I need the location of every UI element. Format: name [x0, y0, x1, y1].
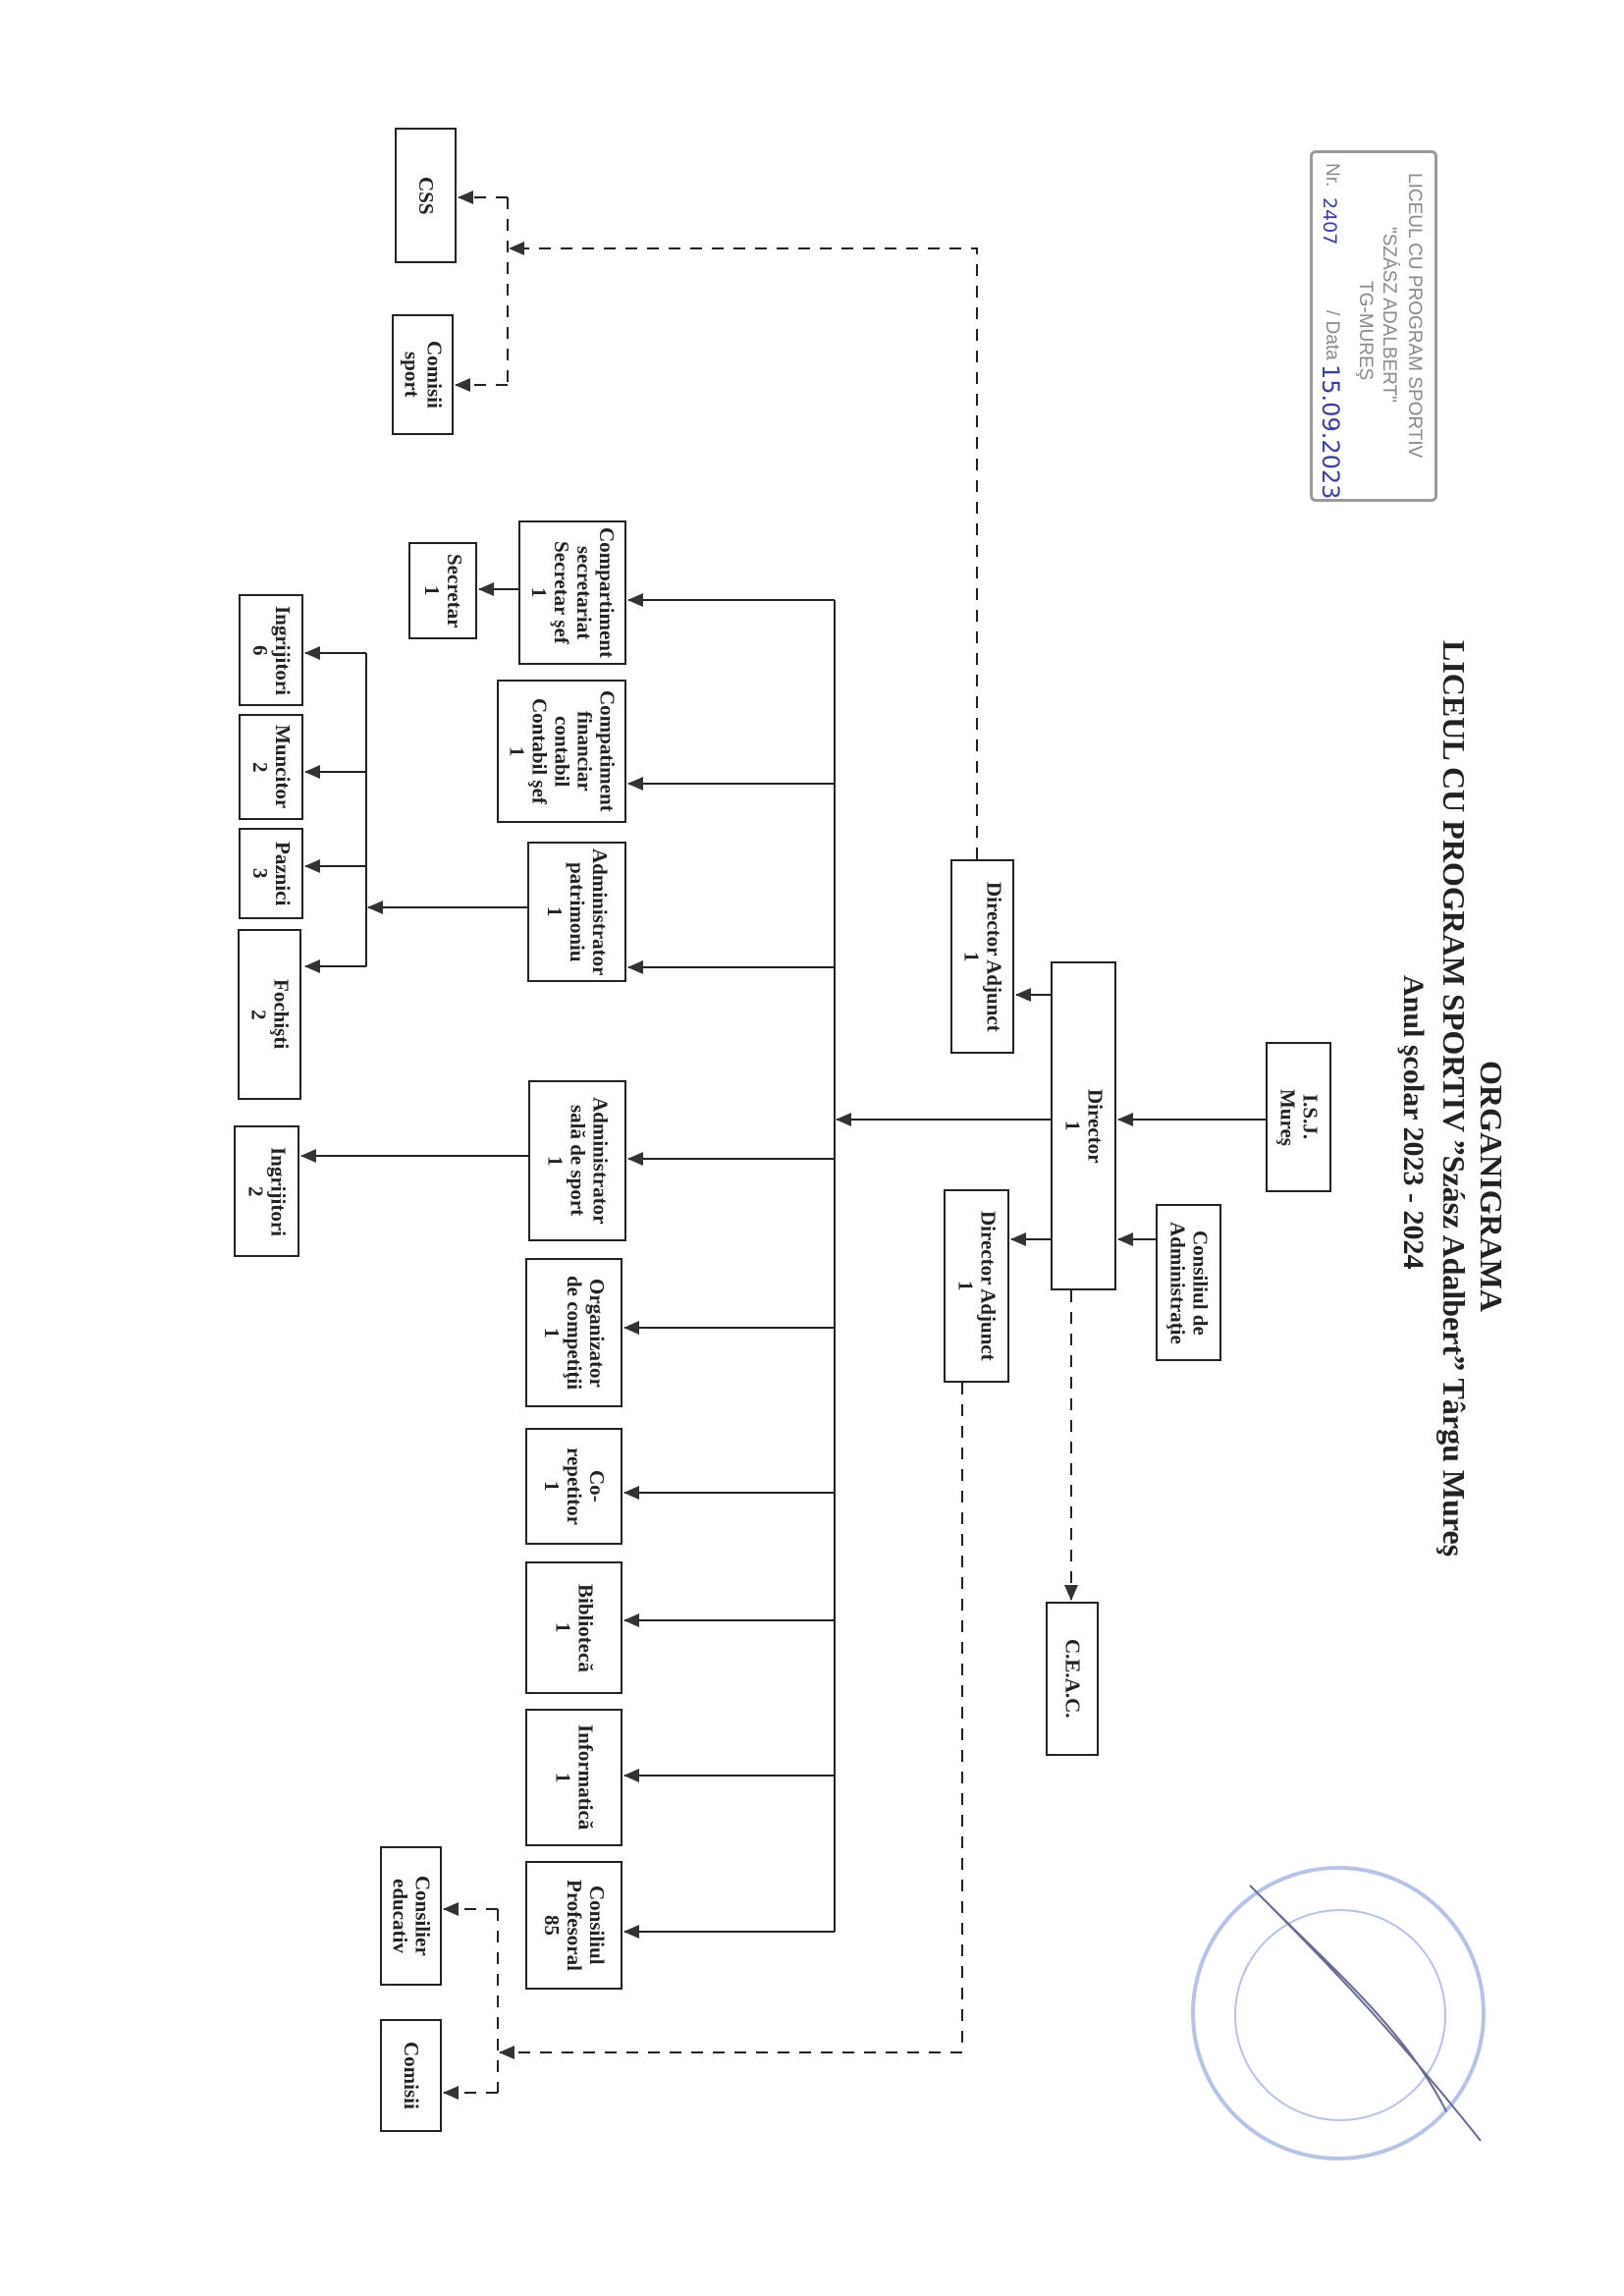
stamp-nr-label: Nr. [1322, 163, 1342, 188]
node-label: 1 [959, 951, 984, 962]
node-label: Organizator [585, 1278, 609, 1388]
node-label: Bibliotecă [573, 1583, 598, 1672]
node-label: Muncitor [271, 725, 295, 809]
node-label: 1 [543, 906, 567, 917]
node-label: Director Adjunct [982, 881, 1006, 1032]
node-label: Compatiment [595, 690, 620, 812]
node-label: Profesoral [563, 1880, 586, 1971]
node-label: Fochişti [269, 979, 294, 1050]
school-year-title: Anul şcolar 2023 - 2024 [1397, 975, 1430, 1270]
node-css: CSS [395, 128, 457, 263]
node-comisii: Comisii [380, 2019, 442, 2132]
node-label: Administrator [588, 847, 612, 976]
stamp-nr-value: 2407 [1319, 197, 1340, 246]
node-label: patrimoniu [566, 861, 589, 962]
node-label: 1 [543, 1155, 568, 1167]
node-isj: I.S.J.Mureş [1266, 1042, 1331, 1192]
registration-stamp: LICEUL CU PROGRAM SPORTIV "SZÁSZ ADALBER… [1310, 150, 1437, 502]
node-label: 85 [540, 1914, 564, 1936]
node-label: Administraţie [1165, 1221, 1190, 1344]
node-label: I.S.J. [1298, 1094, 1323, 1140]
node-label: C.E.A.C. [1060, 1639, 1085, 1719]
node-label: de competiţii [563, 1275, 586, 1391]
node-label: 2 [246, 1009, 271, 1020]
node-label: 1 [551, 1772, 575, 1783]
node-label: Consilier [410, 1876, 435, 1956]
stamp-date-value: 15.09.2023 [1317, 364, 1344, 500]
node-label: 1 [1060, 1121, 1085, 1131]
stamp-line-3: TG-MUREŞ [1355, 281, 1376, 381]
node-label: 2 [248, 761, 272, 773]
node-label: Director [1083, 1088, 1108, 1164]
node-label: 3 [248, 868, 272, 879]
node-label: Compartiment [595, 527, 619, 658]
node-label: 1 [420, 585, 444, 596]
node-label: Administrator [588, 1097, 613, 1225]
node-label: Secretar şef [550, 541, 573, 644]
node-label: secretariat [572, 545, 596, 640]
node-label: contabil [550, 715, 574, 788]
stamp-date-label: / Data [1322, 310, 1342, 360]
node-label: CSS [414, 176, 438, 215]
node-label: 1 [505, 745, 529, 757]
node-label: 1 [540, 1481, 564, 1492]
node-label: 1 [551, 1622, 575, 1633]
node-label: Consiliul de [1188, 1230, 1213, 1336]
node-label: 1 [540, 1327, 564, 1339]
node-label: 2 [244, 1185, 268, 1197]
node-label: financiar [572, 711, 597, 792]
node-label: sport [400, 352, 424, 398]
stamp-line-1: LICEUL CU PROGRAM SPORTIV [1404, 173, 1425, 459]
node-label: Informatică [573, 1724, 598, 1831]
node-label: Comisii [422, 341, 447, 409]
node-ceac: C.E.A.C. [1046, 1602, 1099, 1756]
official-seal [1191, 1866, 1486, 2160]
node-label: Ingrijitori [266, 1146, 291, 1236]
node-label: repetitor [563, 1448, 586, 1525]
node-label: Paznici [271, 841, 295, 906]
stamp-line-2: "SZÁSZ ADALBERT" [1379, 227, 1399, 403]
node-label: Director Adjunct [976, 1211, 1001, 1361]
node-label: Secretar [443, 553, 466, 629]
node-label: Mureş [1275, 1088, 1300, 1146]
node-label: sală de sport [566, 1105, 590, 1217]
node-label: 1 [953, 1281, 978, 1291]
node-label: 1 [527, 587, 551, 598]
node-label: Co- [585, 1470, 609, 1503]
school-name-title: LICEUL CU PROGRAM SPORTIV ”Szász Adalber… [1436, 640, 1472, 1558]
signature-icon [1249, 1885, 1482, 2142]
node-label: Contabil şef [527, 698, 552, 804]
node-label: 6 [248, 644, 272, 656]
node-label: Consiliul [585, 1886, 609, 1965]
node-label: Ingrijitori [271, 605, 295, 695]
node-label: educativ [388, 1879, 412, 1953]
chart-title: ORGANIGRAMA [1474, 1061, 1509, 1312]
node-label: Comisii [400, 2042, 423, 2109]
